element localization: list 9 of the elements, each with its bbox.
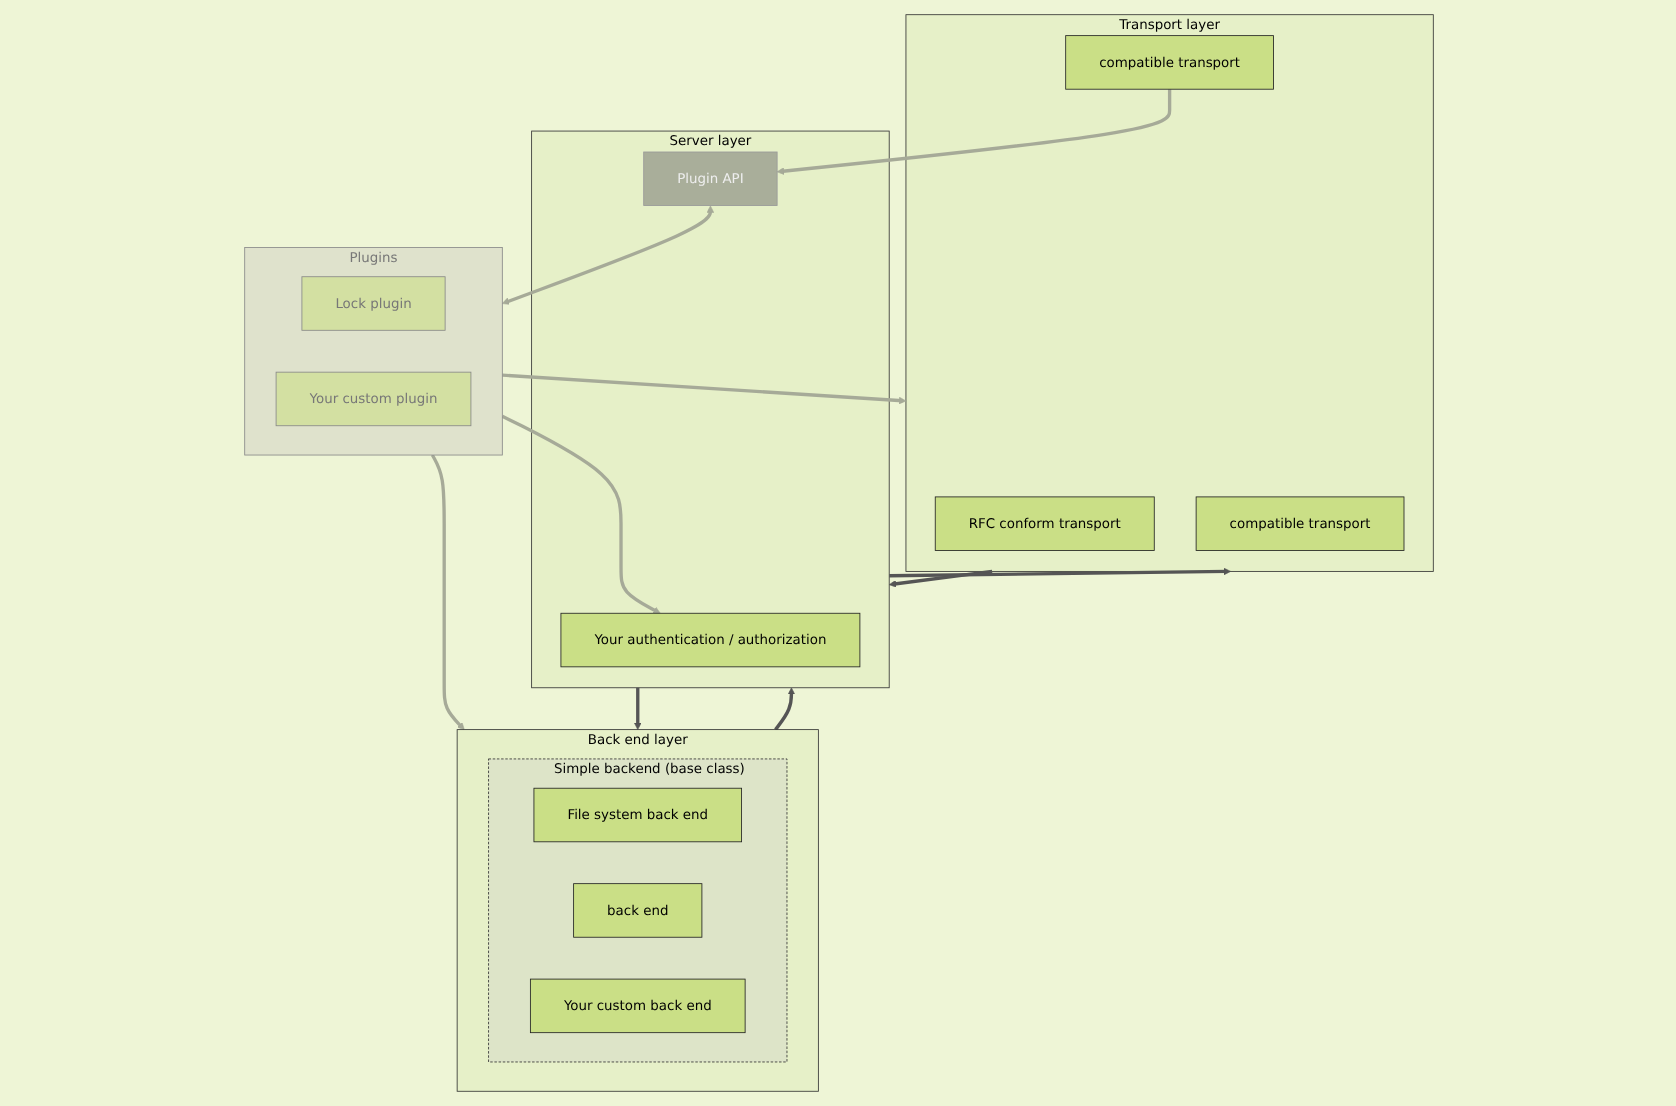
arrow [887, 569, 992, 588]
arrow [775, 89, 1171, 175]
arrow [633, 687, 641, 730]
arrow [501, 205, 714, 305]
arrow [773, 687, 795, 731]
arrow [429, 454, 464, 730]
arrow [501, 373, 906, 405]
arrow [888, 567, 1230, 578]
arrow [500, 414, 660, 614]
